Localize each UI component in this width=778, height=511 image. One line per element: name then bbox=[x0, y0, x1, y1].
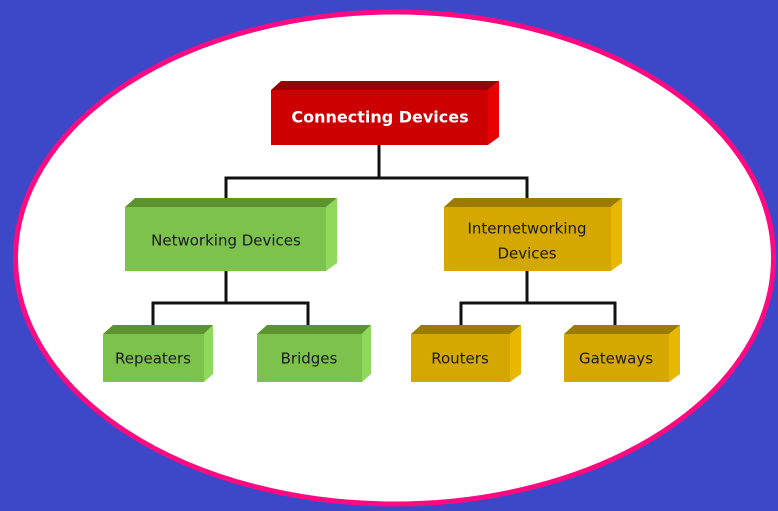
box-side-face bbox=[510, 325, 521, 382]
box-side-face bbox=[204, 325, 213, 382]
box-front-face bbox=[257, 334, 362, 382]
node-connecting-devices: Connecting Devices bbox=[271, 81, 499, 145]
node-label: Repeaters bbox=[115, 350, 191, 368]
connector-level2-bar bbox=[224, 176, 529, 207]
box-top-face bbox=[103, 325, 213, 334]
node-label: Bridges bbox=[281, 350, 338, 368]
node-gateways: Gateways bbox=[564, 325, 680, 382]
node-networking-devices: Networking Devices bbox=[125, 198, 337, 271]
box-front-face bbox=[103, 334, 204, 382]
box-top-face bbox=[564, 325, 680, 334]
box-front-face bbox=[271, 90, 488, 145]
connectors bbox=[151, 145, 617, 334]
box-front-face bbox=[411, 334, 510, 382]
box-side-face bbox=[669, 325, 680, 382]
box-top-face bbox=[125, 198, 337, 207]
box-top-face bbox=[271, 81, 499, 90]
node-label: Connecting Devices bbox=[291, 108, 468, 127]
box-side-face bbox=[611, 198, 622, 271]
box-side-face bbox=[488, 81, 499, 145]
box-front-face bbox=[564, 334, 669, 382]
box-top-face bbox=[257, 325, 371, 334]
box-front-face bbox=[125, 207, 326, 271]
node-label-line1: Internetworking bbox=[467, 220, 586, 238]
box-side-face bbox=[326, 198, 337, 271]
connector-internetworking-bar bbox=[459, 301, 617, 334]
node-internetworking-devices: Internetworking Devices bbox=[444, 198, 622, 271]
box-top-face bbox=[444, 198, 622, 207]
node-repeaters: Repeaters bbox=[103, 325, 213, 382]
node-label: Routers bbox=[431, 350, 489, 368]
box-side-face bbox=[362, 325, 371, 382]
node-label: Gateways bbox=[579, 350, 653, 368]
node-label-line2: Devices bbox=[497, 245, 556, 263]
node-bridges: Bridges bbox=[257, 325, 371, 382]
node-routers: Routers bbox=[411, 325, 521, 382]
box-front-face bbox=[444, 207, 611, 271]
box-top-face bbox=[411, 325, 521, 334]
node-label: Networking Devices bbox=[151, 232, 301, 250]
connector-networking-bar bbox=[151, 301, 310, 334]
